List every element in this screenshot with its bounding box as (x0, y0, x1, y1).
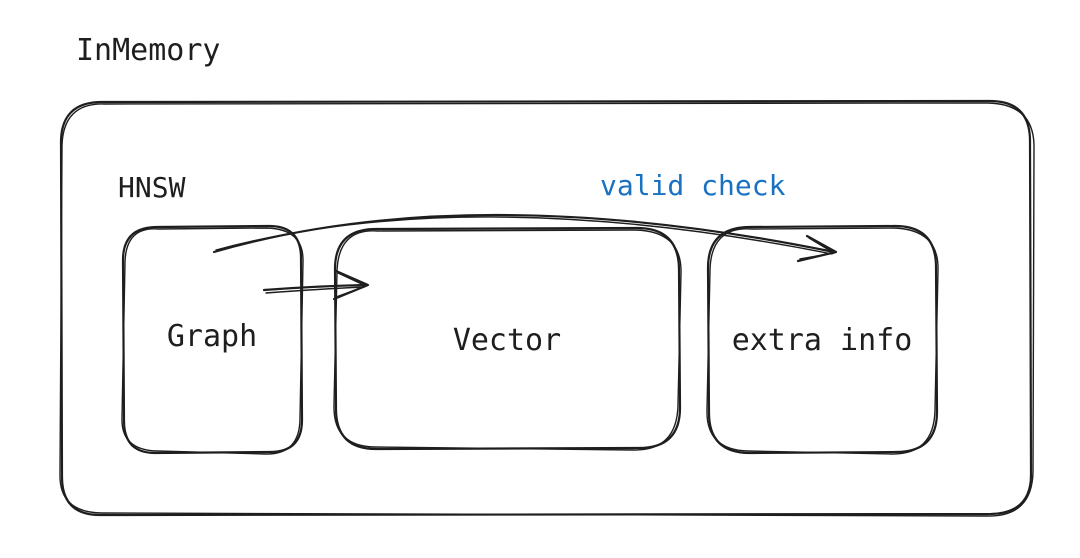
vector-node: Vector (333, 226, 682, 451)
valid-check-label: valid check (600, 169, 786, 202)
diagram-title: InMemory (76, 33, 221, 68)
inmemory-container (59, 99, 1035, 517)
graph-to-vector-arrow (262, 269, 370, 301)
vector-label: Vector (453, 323, 561, 358)
graph-node: Graph (121, 224, 304, 455)
valid-check-arrow (212, 213, 838, 263)
extra-info-label: extra info (732, 323, 913, 358)
hnsw-label: HNSW (118, 171, 186, 204)
graph-label: Graph (167, 319, 257, 354)
extra-info-node: extra info (706, 224, 939, 455)
